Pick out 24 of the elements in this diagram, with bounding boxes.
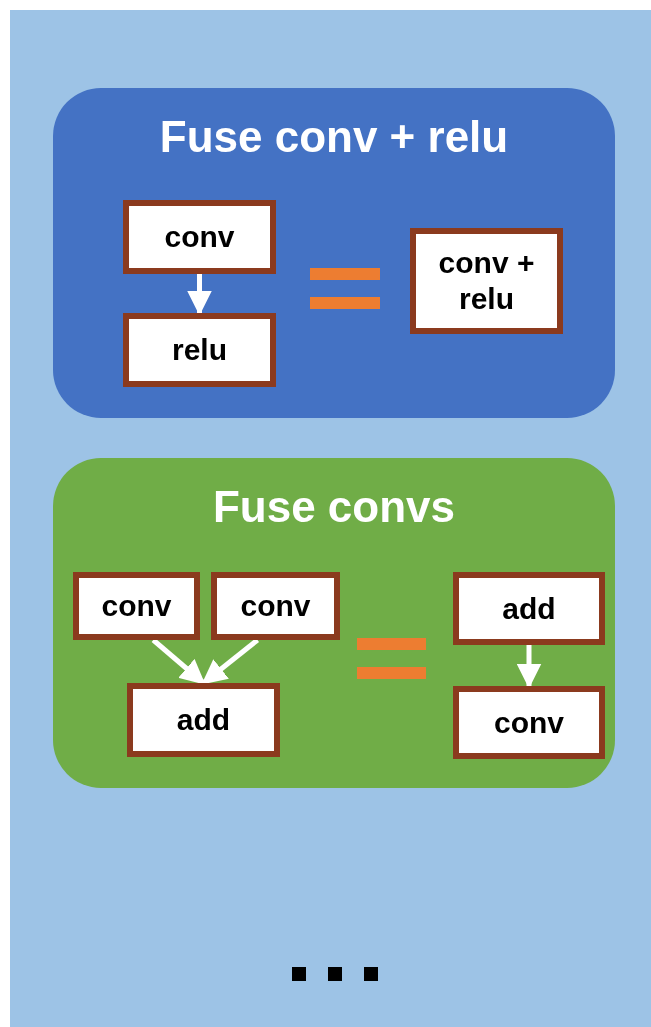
operation-label: conv: [164, 219, 235, 255]
operation-label: relu: [172, 332, 227, 368]
arrow: [151, 638, 206, 685]
panel-title: Fuse convs: [211, 482, 457, 532]
operation-box: [123, 313, 276, 387]
operation-label: add: [502, 590, 556, 627]
operation-box: [73, 572, 200, 640]
operation-label: conv: [101, 588, 172, 624]
operation-box: [453, 686, 605, 759]
arrow: [187, 274, 212, 316]
operation-label: conv: [240, 588, 311, 624]
operation-box: [127, 683, 280, 757]
operation-box: [211, 572, 340, 640]
operation-label: conv: [494, 704, 564, 741]
operation-box: [123, 200, 276, 274]
arrow: [201, 638, 260, 685]
group-panel: [53, 458, 615, 788]
operation-label: conv + relu: [437, 245, 536, 317]
panel-title: Fuse conv + relu: [158, 112, 510, 162]
arrow: [516, 645, 542, 689]
group-panel: [53, 88, 615, 418]
operation-box: [453, 572, 605, 645]
operation-label: add: [176, 702, 231, 738]
operation-box: [410, 228, 563, 334]
